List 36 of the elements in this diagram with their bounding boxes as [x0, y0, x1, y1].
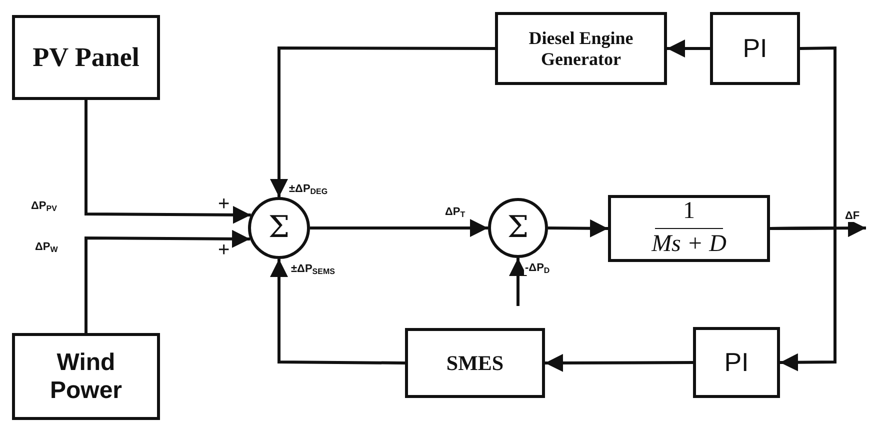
edge-label: ±ΔP$_{DEG}$ [288, 183, 329, 196]
signal-arrow [84, 100, 251, 224]
node-label: Σ [267, 213, 291, 243]
signal-arrow [545, 354, 693, 372]
node-label: Wind Power [48, 348, 124, 404]
node-label: PI [723, 348, 750, 378]
signal-arrow [667, 40, 710, 58]
source-box [12, 333, 160, 420]
node-label: Σ [506, 213, 530, 243]
node-label: SMES [445, 350, 505, 376]
edge-label: ±ΔP$_{SEMS}$ [290, 263, 336, 276]
node-label: Diesel Engine Generator [528, 28, 634, 70]
sign-label: + [218, 193, 230, 216]
signal-arrow [310, 219, 488, 237]
signal-arrow [548, 219, 608, 238]
edge-label: ΔP$_{PV}$ [30, 200, 58, 213]
process-box [405, 328, 545, 398]
edge-label: -ΔP$_{D}$ [524, 262, 551, 275]
node-label: PV Panel [32, 42, 140, 74]
signal-arrow [84, 230, 250, 333]
signal-arrow [770, 226, 836, 372]
transfer-function-box [608, 195, 770, 262]
signal-arrow [270, 46, 495, 197]
numerator: 1 [655, 198, 723, 229]
controller-box [693, 327, 780, 398]
node-label: PI [742, 34, 768, 64]
source-box [12, 15, 160, 100]
denominator: Ms + D [652, 230, 726, 259]
process-box [495, 12, 667, 85]
controller-box [710, 12, 800, 85]
signal-arrow [509, 258, 527, 306]
edge-label: ΔP$_{W}$ [34, 241, 59, 254]
edge-label: ΔF [844, 210, 861, 222]
signal-arrow [270, 259, 406, 364]
edge-label: ΔP$_{T}$ [444, 206, 466, 219]
sign-label: + [218, 239, 230, 262]
